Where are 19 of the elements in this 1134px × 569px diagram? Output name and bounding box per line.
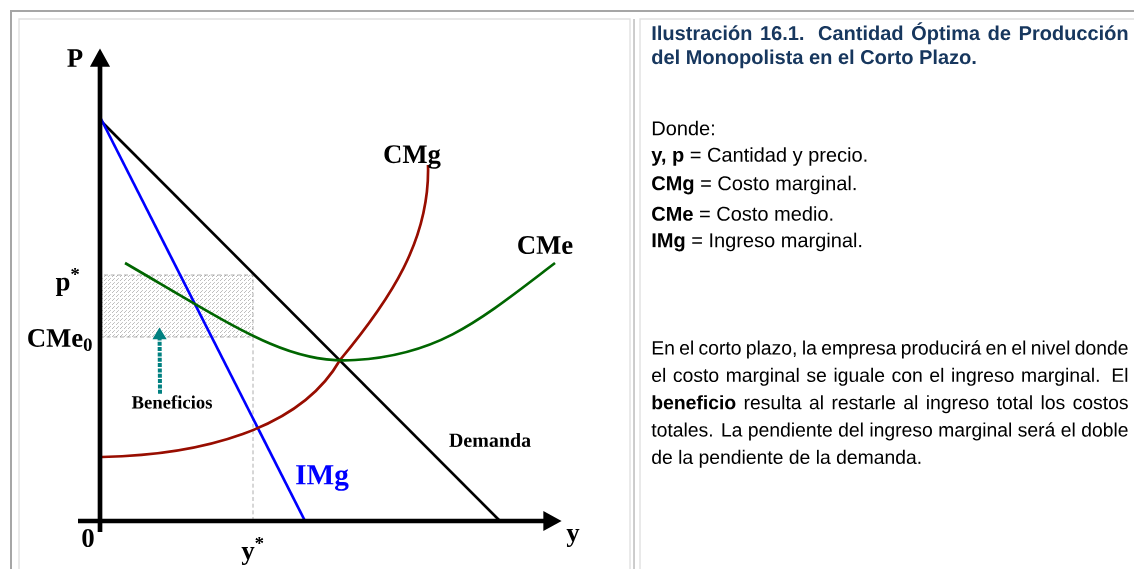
hatched-area xyxy=(99,274,254,338)
figure-title: Ilustración 16.1. Cantidad Óptima de Producción del Monopolista en el Corto Plazo. xyxy=(652,22,1128,69)
axis-label: 0 xyxy=(82,529,94,547)
axis-label: P xyxy=(67,49,83,67)
definition-text: IMg = Ingreso marginal. xyxy=(652,232,862,252)
axis-label: y$^{*}$ xyxy=(241,536,264,566)
definition-text: y, p = Cantidad y precio. xyxy=(651,147,867,166)
curve-label: IMg xyxy=(296,465,349,491)
axis-label: p$^{*}$ xyxy=(55,268,79,296)
curve-label: Demanda xyxy=(449,433,531,448)
definition-text: CMe = Costo medio. xyxy=(652,206,833,221)
definition-text: Donde: xyxy=(652,120,714,136)
axis-label: y xyxy=(566,529,580,547)
axis-label: CMe$_{0}$ xyxy=(28,329,92,351)
curve-label: CMg xyxy=(384,145,441,169)
annotation-text: Beneficios xyxy=(131,395,212,409)
curve-label: CMe xyxy=(518,236,573,254)
explanation-paragraph: En el corto plazo, la empresa producirá en el nivel donde el costo marginal se iguale con el ingreso marginal. El beneficio resulta al restarle al ingreso total los costos totales. La pendiente del ingreso marginal será el doble de la pendiente de la demanda. xyxy=(651,340,1128,468)
definition-text: CMg = Costo marginal. xyxy=(652,175,856,195)
